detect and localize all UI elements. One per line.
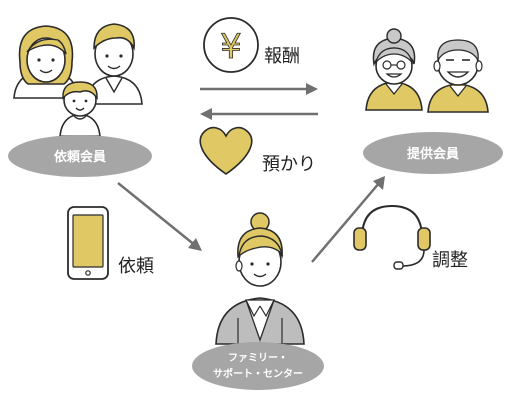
care-label: 預かり (262, 154, 316, 175)
headset-icon (353, 204, 431, 270)
yen-symbol: ¥ (220, 27, 242, 67)
coordination-flow: 調整 (311, 176, 468, 271)
staff-figure (215, 212, 305, 345)
reward-label: 報酬 (264, 46, 300, 67)
request-arrow (117, 182, 202, 251)
mother-figure (13, 25, 79, 99)
grandfather-figure (427, 39, 489, 113)
center-label-line2: サポート・センター (213, 367, 303, 380)
request-flow: 依頼 (67, 182, 202, 280)
father-figure (85, 23, 143, 105)
requesting-member-node: 依頼会員 (8, 135, 152, 177)
coordination-arrow (311, 176, 385, 263)
grandmother-figure (365, 28, 423, 111)
requesting-member-pill (8, 135, 152, 177)
coordination-label: 調整 (432, 250, 468, 271)
providing-member-label: 提供会員 (407, 146, 459, 162)
providing-member-node: 提供会員 (363, 132, 503, 174)
request-label: 依頼 (118, 256, 154, 277)
providing-member-pill (363, 132, 503, 174)
yen-coin-icon: ¥ (203, 17, 259, 73)
reward-flow: ¥ 報酬 (200, 17, 318, 95)
requesting-family-illustration (13, 23, 143, 137)
center-pill (192, 342, 324, 390)
heart-icon (199, 126, 253, 175)
reward-arrow (200, 83, 318, 95)
care-arrow (200, 108, 318, 120)
family-support-center-node: ファミリー・ サポート・センター (192, 342, 324, 390)
care-flow: 預かり (199, 108, 318, 175)
child-figure (59, 81, 101, 137)
center-label-line1: ファミリー・ (228, 352, 288, 364)
smartphone-icon (67, 206, 109, 280)
requesting-member-label: 依頼会員 (54, 149, 106, 165)
providing-couple-illustration (365, 28, 489, 113)
